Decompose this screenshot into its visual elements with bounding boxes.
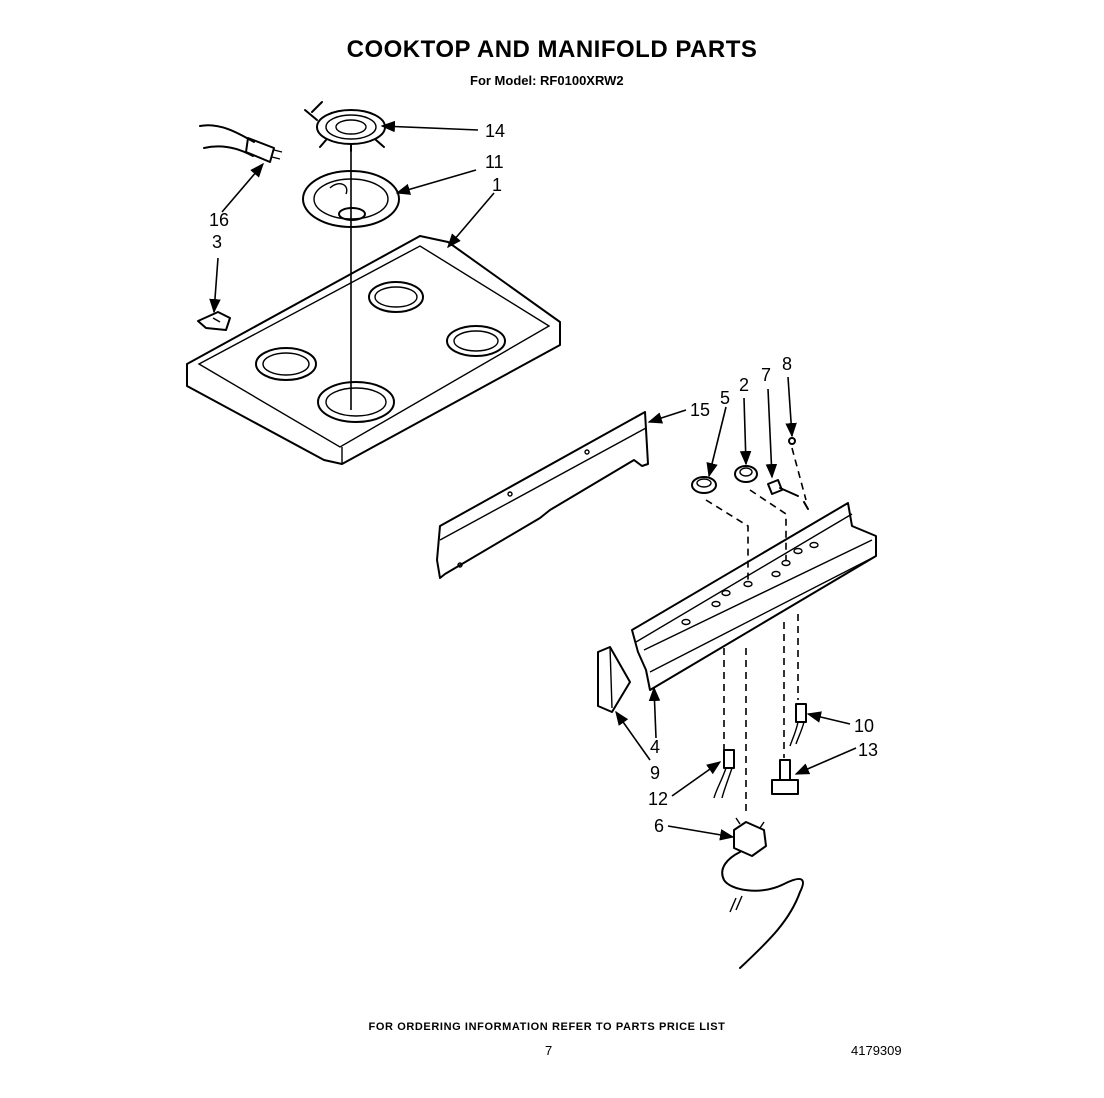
callout-10: 10	[854, 716, 874, 736]
callout-7: 7	[761, 365, 771, 385]
callout-leader-line	[221, 162, 264, 213]
callout-leader-line	[806, 711, 851, 725]
callout-leader-line	[647, 409, 687, 424]
callout-leader-line	[765, 388, 778, 479]
indicator-light-part	[789, 703, 807, 747]
infinite-switch-part	[721, 817, 804, 969]
callout-leader-line	[794, 747, 857, 775]
callout-15: 15	[690, 400, 710, 420]
end-bracket-part	[597, 646, 631, 713]
mounting-screw-part	[788, 437, 809, 510]
callout-14: 14	[485, 121, 505, 141]
callout-6: 6	[654, 816, 664, 836]
callout-2: 2	[739, 375, 749, 395]
model-subtitle: For Model: RF0100XRW2	[470, 73, 624, 88]
switch-part	[771, 759, 799, 795]
callout-16: 16	[209, 210, 229, 230]
knob-assembly-line	[705, 499, 749, 584]
callout-3: 3	[212, 232, 222, 252]
rear-panel-part	[436, 411, 649, 579]
callout-leader-line	[667, 825, 735, 841]
callout-leader-line	[706, 406, 727, 478]
callout-leader-line	[785, 376, 797, 438]
knob-assembly-line	[749, 489, 787, 560]
callout-12: 12	[648, 789, 668, 809]
light-socket-part	[713, 749, 735, 799]
surface-element-part	[304, 101, 386, 152]
callout-leader-line	[380, 120, 479, 133]
callout-5: 5	[720, 388, 730, 408]
callout-leader-line	[739, 397, 752, 466]
page-title: COOKTOP AND MANIFOLD PARTS	[346, 36, 758, 63]
callout-11: 11	[485, 152, 504, 172]
callout-leader-line	[209, 257, 221, 314]
ordering-note: FOR ORDERING INFORMATION REFER TO PARTS …	[368, 1021, 726, 1033]
callout-9: 9	[650, 763, 660, 783]
infinite-switch-knob-part	[691, 476, 717, 494]
manifold-panel-part	[631, 502, 877, 691]
power-cord-plug-part	[199, 124, 283, 163]
cooktop-part	[186, 235, 561, 465]
bracket-part	[197, 311, 231, 331]
control-knob-part	[734, 465, 758, 483]
page-number: 7	[545, 1043, 553, 1058]
screw-part	[767, 479, 799, 497]
callout-leader-line	[447, 192, 495, 249]
callout-leader-line	[648, 686, 661, 739]
callout-8: 8	[782, 354, 792, 374]
callout-leader-line	[671, 761, 722, 797]
callout-leader-line	[395, 169, 477, 195]
callout-4: 4	[650, 737, 660, 757]
document-number: 4179309	[851, 1043, 902, 1058]
callout-1: 1	[492, 175, 502, 195]
callout-13: 13	[858, 740, 878, 760]
callout-leader-line	[615, 710, 651, 761]
screw-assembly-line	[791, 447, 807, 501]
